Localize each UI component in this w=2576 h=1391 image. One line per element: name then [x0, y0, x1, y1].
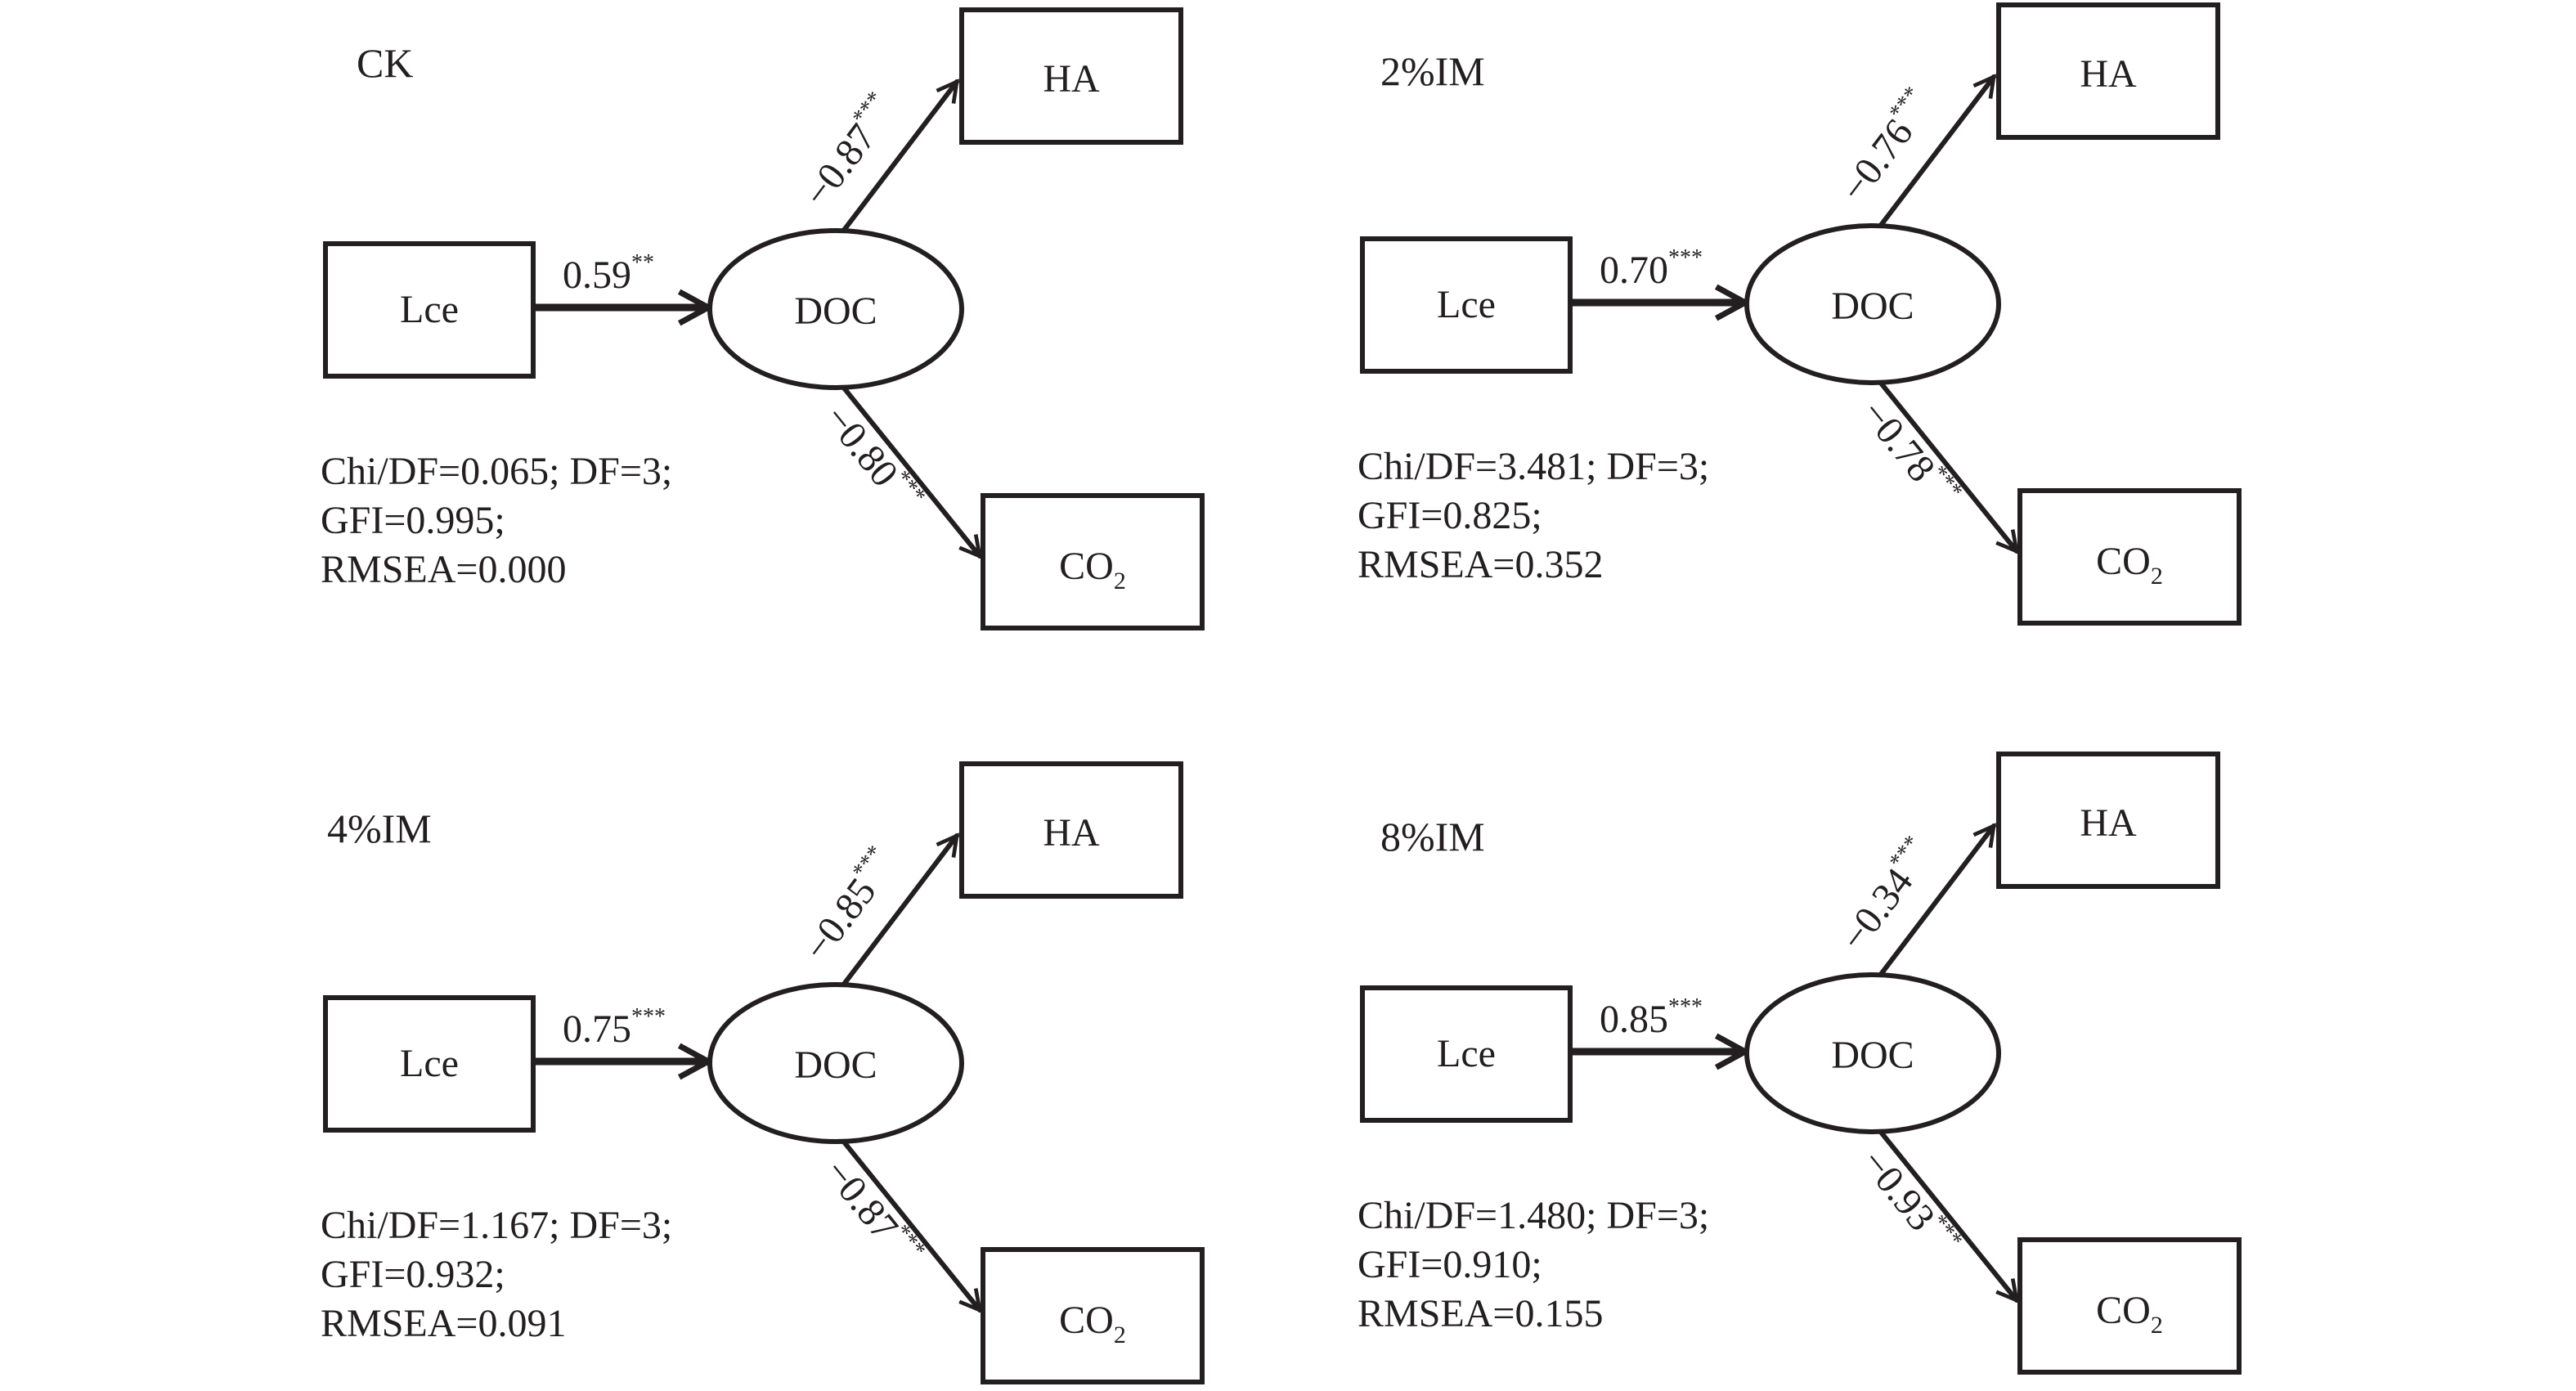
path-label-doc-ha: −0.85***	[792, 841, 905, 969]
fit-line-1: Chi/DF=0.065; DF=3;	[321, 450, 672, 493]
node-co2-label: CO2	[2096, 540, 2163, 590]
node-co2-box	[981, 493, 1205, 630]
path-label-doc-co2: −0.87***	[815, 1149, 931, 1276]
node-doc-label: DOC	[794, 289, 877, 333]
co2-subscript: 2	[2151, 1312, 2163, 1339]
path-label-lce-doc: 0.59**	[563, 250, 654, 297]
node-lce-box	[1360, 236, 1573, 374]
node-ha-label: HA	[2080, 52, 2137, 96]
path-sig: **	[631, 250, 654, 276]
fit-line-3: RMSEA=0.155	[1358, 1292, 1603, 1335]
co2-text: CO	[1059, 1299, 1114, 1342]
panel-title: 2%IM	[1380, 48, 1485, 94]
node-co2-label: CO2	[1059, 1299, 1126, 1348]
fit-line-3: RMSEA=0.352	[1358, 543, 1603, 586]
co2-text: CO	[2096, 540, 2151, 583]
path-sig: ***	[1668, 245, 1703, 271]
co2-text: CO	[2096, 1289, 2151, 1332]
arrow-doc-co2	[1877, 1128, 2017, 1300]
fit-line-2: GFI=0.910;	[1358, 1243, 1542, 1286]
path-value: −0.34	[1832, 860, 1921, 959]
fit-line-2: GFI=0.995;	[321, 499, 505, 542]
path-label-doc-ha: −0.34***	[1829, 831, 1942, 959]
node-co2-box	[2017, 1237, 2242, 1375]
path-sig: ***	[1668, 994, 1703, 1020]
path-sig: ***	[631, 1004, 666, 1030]
fit-line-2: GFI=0.825;	[1358, 494, 1542, 537]
panel-ck: CK Lce DOC HA CO2 0.59** −0.87*** −0.80*…	[321, 7, 1205, 630]
fit-line-1: Chi/DF=3.481; DF=3;	[1358, 445, 1709, 488]
arrow-doc-co2	[840, 1137, 980, 1310]
path-value: 0.75	[563, 1007, 631, 1051]
fit-line-2: GFI=0.932;	[321, 1253, 505, 1296]
node-doc-ellipse	[707, 982, 964, 1144]
path-label-doc-co2: −0.78***	[1852, 390, 1968, 517]
panel-title: 4%IM	[327, 805, 432, 851]
fit-stats: Chi/DF=1.480; DF=3; GFI=0.910; RMSEA=0.1…	[1358, 1194, 1719, 1335]
node-ha-box	[1996, 2, 2220, 140]
arrow-doc-ha	[1877, 77, 1996, 230]
node-doc-label: DOC	[1831, 1034, 1914, 1077]
node-co2-label: CO2	[2096, 1289, 2163, 1339]
node-lce-label: Lce	[400, 1042, 459, 1085]
fit-line-3: RMSEA=0.000	[321, 548, 566, 591]
node-co2-box	[2017, 488, 2242, 626]
fit-stats: Chi/DF=1.167; DF=3; GFI=0.932; RMSEA=0.0…	[321, 1204, 682, 1345]
path-value: 0.70	[1600, 249, 1668, 292]
co2-subscript: 2	[1114, 1321, 1126, 1348]
path-value: 0.59	[563, 254, 631, 297]
co2-subscript: 2	[1114, 568, 1126, 595]
node-doc-ellipse	[1744, 972, 2001, 1134]
path-value: −0.76	[1832, 111, 1921, 210]
path-label-lce-doc: 0.70***	[1600, 245, 1703, 292]
path-value: 0.85	[1600, 998, 1668, 1041]
arrow-doc-co2	[840, 384, 980, 556]
node-lce-box	[323, 995, 536, 1133]
panel-4pct-im: 4%IM Lce DOC HA CO2 0.75*** −0.85*** −0.…	[321, 761, 1205, 1384]
path-label-doc-co2: −0.93***	[1852, 1139, 1968, 1266]
node-ha-box	[1996, 752, 2220, 889]
node-ha-label: HA	[1043, 811, 1100, 855]
panel-title: 8%IM	[1380, 814, 1485, 859]
node-ha-label: HA	[1043, 57, 1100, 101]
arrow-doc-ha	[1877, 826, 1996, 979]
panel-title: CK	[357, 40, 413, 86]
fit-stats: Chi/DF=0.065; DF=3; GFI=0.995; RMSEA=0.0…	[321, 450, 682, 591]
node-ha-box	[959, 7, 1183, 145]
arrow-doc-ha	[840, 82, 959, 235]
arrow-doc-co2	[1877, 379, 2017, 551]
path-value: −0.87	[795, 116, 884, 215]
panel-2pct-im: 2%IM Lce DOC HA CO2 0.70*** −0.76*** −0.…	[1358, 2, 2242, 626]
node-co2-label: CO2	[1059, 545, 1126, 595]
node-lce-label: Lce	[1437, 1032, 1496, 1075]
node-doc-ellipse	[707, 228, 964, 390]
path-label-doc-co2: −0.80***	[815, 395, 931, 522]
path-label-doc-ha: −0.76***	[1829, 82, 1942, 210]
path-label-lce-doc: 0.75***	[563, 1004, 666, 1051]
node-ha-box	[959, 761, 1183, 899]
node-lce-label: Lce	[1437, 283, 1496, 326]
node-co2-box	[981, 1247, 1205, 1384]
path-value: −0.85	[795, 870, 884, 969]
panel-8pct-im: 8%IM Lce DOC HA CO2 0.85*** −0.34*** −0.…	[1358, 752, 2242, 1375]
node-doc-ellipse	[1744, 223, 2001, 385]
node-lce-label: Lce	[400, 288, 459, 331]
co2-text: CO	[1059, 545, 1114, 588]
node-lce-box	[323, 241, 536, 379]
fit-line-1: Chi/DF=1.167; DF=3;	[321, 1204, 672, 1247]
node-ha-label: HA	[2080, 801, 2137, 845]
path-label-doc-ha: −0.87***	[792, 87, 905, 215]
arrow-doc-ha	[840, 836, 959, 989]
fit-stats: Chi/DF=3.481; DF=3; GFI=0.825; RMSEA=0.3…	[1358, 445, 1719, 586]
path-label-lce-doc: 0.85***	[1600, 994, 1703, 1041]
node-doc-label: DOC	[794, 1043, 877, 1087]
co2-subscript: 2	[2151, 563, 2163, 590]
fit-line-1: Chi/DF=1.480; DF=3;	[1358, 1194, 1709, 1237]
node-lce-box	[1360, 985, 1573, 1123]
fit-line-3: RMSEA=0.091	[321, 1302, 566, 1345]
node-doc-label: DOC	[1831, 285, 1914, 328]
